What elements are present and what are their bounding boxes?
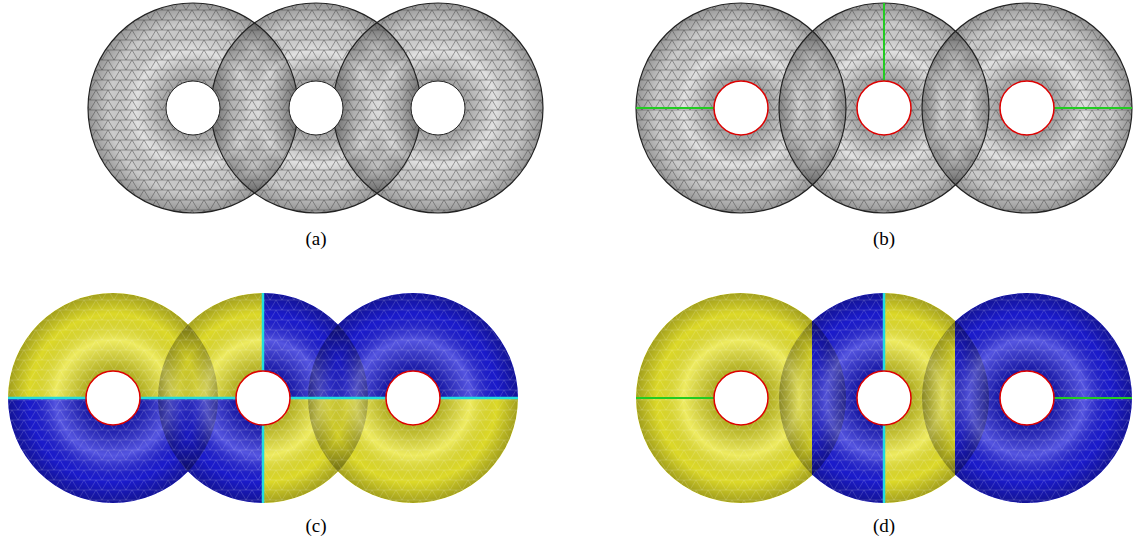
boundary-loop xyxy=(714,371,1054,425)
panel-label: (d) xyxy=(873,515,895,537)
panel-label: (a) xyxy=(305,228,326,250)
boundary-loop xyxy=(86,371,440,425)
cut-line xyxy=(8,293,518,503)
triple-torus-cut-mesh xyxy=(630,0,1137,220)
panel-label: (b) xyxy=(873,228,895,250)
triple-torus-coloring xyxy=(0,290,530,510)
boundary-loop xyxy=(714,81,1054,135)
triple-torus-mesh xyxy=(80,0,550,220)
triple-torus-coloring xyxy=(630,290,1137,510)
panel-label: (c) xyxy=(305,515,326,537)
